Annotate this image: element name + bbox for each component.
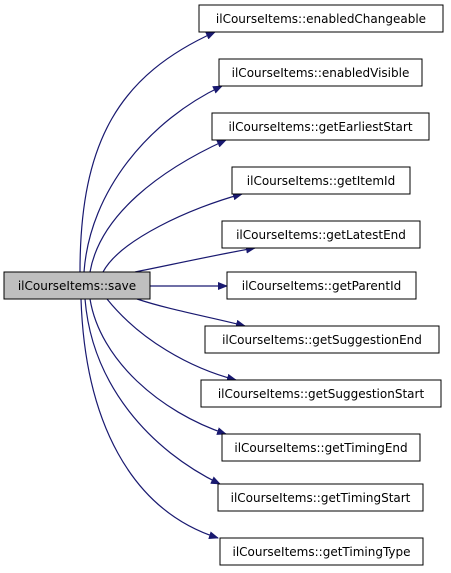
callee-node-label: ilCourseItems::getTimingStart xyxy=(231,491,411,505)
callee-node[interactable]: ilCourseItems::getParentId xyxy=(226,271,417,300)
callee-node[interactable]: ilCourseItems::getSuggestionStart xyxy=(200,379,442,408)
callee-node[interactable]: ilCourseItems::enabledChangeable xyxy=(198,4,444,33)
root-node-box xyxy=(3,271,151,300)
edge-to-callee xyxy=(89,298,227,435)
edge-to-callee xyxy=(136,298,246,328)
edge-to-callee xyxy=(134,245,256,273)
callee-node-box xyxy=(221,220,421,249)
callee-node-label: ilCourseItems::getLatestEnd xyxy=(236,228,406,242)
callee-node-box xyxy=(221,433,421,462)
callee-node-label: ilCourseItems::getSuggestionStart xyxy=(218,387,425,401)
callee-node-box xyxy=(218,58,423,87)
callee-node-label: ilCourseItems::getTimingEnd xyxy=(234,441,407,455)
callee-node-label: ilCourseItems::enabledChangeable xyxy=(216,12,426,26)
nodes-group: ilCourseItems::save ilCourseItems::enabl… xyxy=(3,4,444,566)
callee-node[interactable]: ilCourseItems::getTimingStart xyxy=(217,483,424,512)
edge-to-callee xyxy=(106,298,237,382)
callee-node-label: ilCourseItems::getParentId xyxy=(242,279,402,293)
callee-node[interactable]: ilCourseItems::getItemId xyxy=(231,166,411,195)
edge-to-callee xyxy=(102,192,243,273)
callee-node-box xyxy=(198,4,444,33)
root-node[interactable]: ilCourseItems::save xyxy=(3,271,151,300)
edge-to-callee xyxy=(89,139,227,273)
root-node-label: ilCourseItems::save xyxy=(18,279,136,293)
callee-node-box xyxy=(226,271,417,300)
callee-node-label: ilCourseItems::getEarliestStart xyxy=(228,120,412,134)
callee-node[interactable]: ilCourseItems::getTimingType xyxy=(219,537,424,566)
callee-node-box xyxy=(217,483,424,512)
callee-node-box xyxy=(211,112,430,141)
edges-group xyxy=(79,31,256,540)
callee-node[interactable]: ilCourseItems::getSuggestionEnd xyxy=(204,325,440,354)
edge-to-callee xyxy=(80,298,219,540)
callee-node[interactable]: ilCourseItems::getTimingEnd xyxy=(221,433,421,462)
callee-node-label: ilCourseItems::getSuggestionEnd xyxy=(222,333,422,347)
callee-node[interactable]: ilCourseItems::enabledVisible xyxy=(218,58,423,87)
callee-node[interactable]: ilCourseItems::getLatestEnd xyxy=(221,220,421,249)
callee-node-label: ilCourseItems::getTimingType xyxy=(232,545,410,559)
callee-node-box xyxy=(231,166,411,195)
callee-node-box xyxy=(219,537,424,566)
edge-to-callee xyxy=(84,298,221,485)
edge-to-callee xyxy=(83,85,223,273)
callee-node-label: ilCourseItems::getItemId xyxy=(247,174,395,188)
callee-node[interactable]: ilCourseItems::getEarliestStart xyxy=(211,112,430,141)
callee-node-box xyxy=(204,325,440,354)
callee-node-label: ilCourseItems::enabledVisible xyxy=(232,66,410,80)
edge-to-callee xyxy=(79,31,216,273)
callee-node-box xyxy=(200,379,442,408)
